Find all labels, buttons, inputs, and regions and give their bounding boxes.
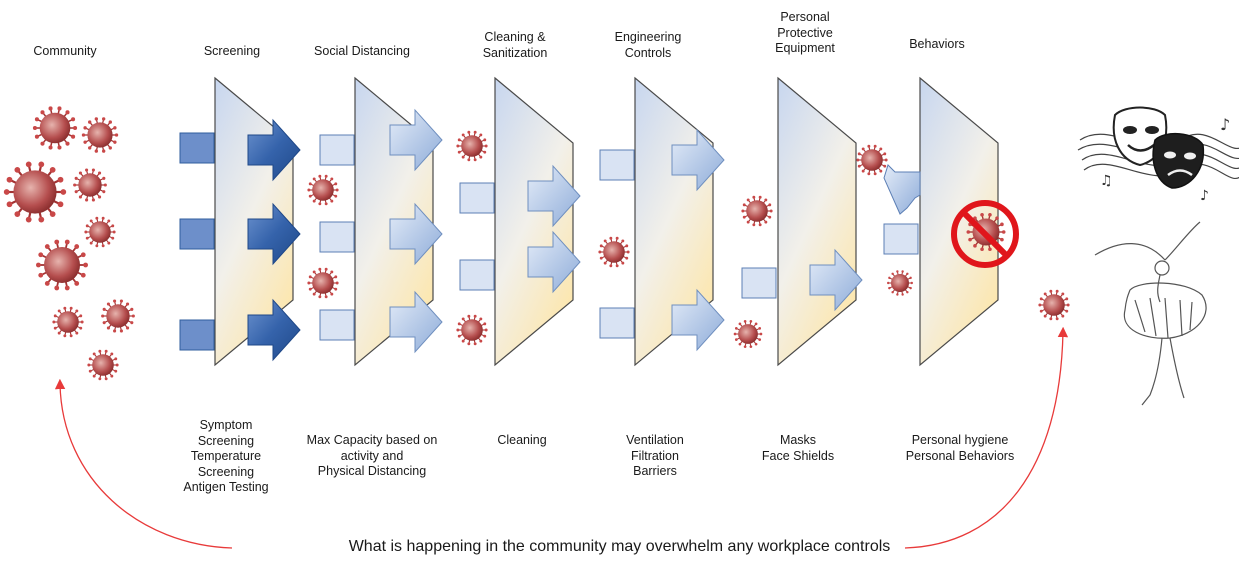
stage-desc-screening-line: Screening bbox=[197, 433, 255, 448]
virus-icon bbox=[307, 174, 339, 206]
arrow-layer bbox=[179, 108, 921, 362]
virus-icon bbox=[598, 236, 630, 268]
arrow-icon bbox=[389, 108, 443, 172]
arrow-stub bbox=[599, 149, 635, 181]
virus-icon bbox=[101, 299, 135, 333]
svg-text:♫: ♫ bbox=[1100, 173, 1113, 189]
stage-title-screening-line: Screening bbox=[203, 44, 261, 58]
svg-text:♪: ♪ bbox=[1220, 115, 1230, 134]
stage-desc-cleaning: Cleaning bbox=[447, 433, 597, 449]
stage-title-social-distancing-line: Social Distancing bbox=[314, 44, 410, 58]
stage-desc-engineering-line: Filtration bbox=[631, 448, 679, 463]
arrow-stub bbox=[459, 259, 495, 291]
stage-desc-engineering-line: Barriers bbox=[633, 464, 677, 478]
virus-icon bbox=[307, 267, 339, 299]
virus-icon bbox=[84, 216, 116, 248]
virus-icon bbox=[741, 195, 773, 227]
virus-icon bbox=[1038, 289, 1070, 321]
virus-icon bbox=[52, 306, 84, 338]
virus-icon bbox=[81, 117, 119, 153]
stage-title-cleaning-line: Sanitization bbox=[482, 45, 548, 60]
arrow-stub bbox=[179, 132, 215, 164]
stage-title-ppe-line: Equipment bbox=[775, 41, 835, 55]
arrow-icon bbox=[247, 202, 301, 266]
stage-title-cleaning: Cleaning &Sanitization bbox=[445, 30, 585, 61]
virus-icon bbox=[87, 349, 119, 381]
virus-icon bbox=[887, 270, 913, 296]
virus-icon bbox=[36, 239, 88, 291]
arrow-stub bbox=[459, 182, 495, 214]
arrow-icon bbox=[247, 118, 301, 182]
stage-title-behaviors-line: Behaviors bbox=[909, 37, 965, 51]
virus-icon bbox=[73, 168, 107, 202]
stage-desc-screening-line: Symptom bbox=[199, 418, 253, 432]
virus-icon bbox=[3, 161, 67, 223]
stage-desc-cleaning-line: Cleaning bbox=[497, 433, 547, 447]
arrow-icon bbox=[809, 248, 863, 312]
arrow-icon bbox=[527, 230, 581, 294]
stage-desc-social-distancing-line: Max Capacity based on bbox=[306, 433, 438, 447]
stage-title-behaviors: Behaviors bbox=[867, 37, 1007, 53]
stage-title-ppe-line: Personal bbox=[780, 10, 830, 24]
stage-title-ppe-line: Protective bbox=[777, 25, 833, 40]
stage-title-cleaning-line: Cleaning & bbox=[484, 30, 546, 44]
arrow-icon bbox=[389, 290, 443, 354]
virus-layer bbox=[3, 106, 1070, 381]
virus-icon bbox=[32, 106, 78, 150]
stage-desc-screening-line: Antigen Testing bbox=[183, 480, 269, 494]
virus-icon bbox=[856, 144, 888, 176]
arrow-icon bbox=[671, 128, 725, 192]
stage-desc-behaviors-line: Personal Behaviors bbox=[905, 448, 1015, 463]
feedback-curve-left bbox=[54, 378, 233, 549]
arrow-stub bbox=[599, 307, 635, 339]
stage-desc-ppe-line: Masks bbox=[779, 433, 817, 447]
stage-title-social-distancing: Social Distancing bbox=[292, 44, 432, 60]
arrow-icon bbox=[527, 164, 581, 228]
stage-title-engineering-line: Engineering bbox=[614, 30, 682, 44]
arrow-stub bbox=[179, 319, 215, 351]
theater-masks-icon: ♪ ♫ ♪ bbox=[1077, 106, 1239, 204]
arrow-icon bbox=[671, 288, 725, 352]
ballerina-icon bbox=[1094, 221, 1207, 406]
barrier-cleaning bbox=[494, 76, 574, 367]
arrow-stub bbox=[883, 223, 919, 255]
stage-title-engineering-line: Controls bbox=[624, 45, 672, 60]
stage-title-screening: Screening bbox=[162, 44, 302, 60]
stage-desc-behaviors-line: Personal hygiene bbox=[911, 433, 1009, 447]
virus-icon bbox=[456, 130, 488, 162]
feedback-curve bbox=[904, 326, 1069, 549]
stage-desc-screening-line: Screening bbox=[197, 464, 255, 479]
virus-icon bbox=[733, 320, 763, 348]
arrow-stub bbox=[741, 267, 777, 299]
arrow-stub bbox=[179, 218, 215, 250]
community-label: Community bbox=[33, 44, 97, 58]
prohibition-icon bbox=[951, 200, 1019, 268]
arrow-icon bbox=[247, 298, 301, 362]
arrow-stub bbox=[319, 309, 355, 341]
stage-desc-social-distancing-line: Physical Distancing bbox=[317, 464, 427, 478]
stage-desc-engineering-line: Ventilation bbox=[626, 433, 684, 447]
stage-desc-social-distancing-line: activity and bbox=[340, 448, 404, 463]
virus-icon bbox=[456, 314, 488, 346]
caption: What is happening in the community may o… bbox=[348, 538, 891, 555]
stage-desc-screening-line: Temperature bbox=[190, 449, 262, 463]
stage-desc-ppe-line: Face Shields bbox=[761, 448, 835, 463]
arrow-icon bbox=[389, 202, 443, 266]
deflected-arrow-icon bbox=[883, 164, 921, 215]
arrow-stub bbox=[319, 134, 355, 166]
barrier-ppe bbox=[777, 76, 857, 367]
svg-text:♪: ♪ bbox=[1200, 188, 1209, 204]
arrow-stub bbox=[319, 221, 355, 253]
